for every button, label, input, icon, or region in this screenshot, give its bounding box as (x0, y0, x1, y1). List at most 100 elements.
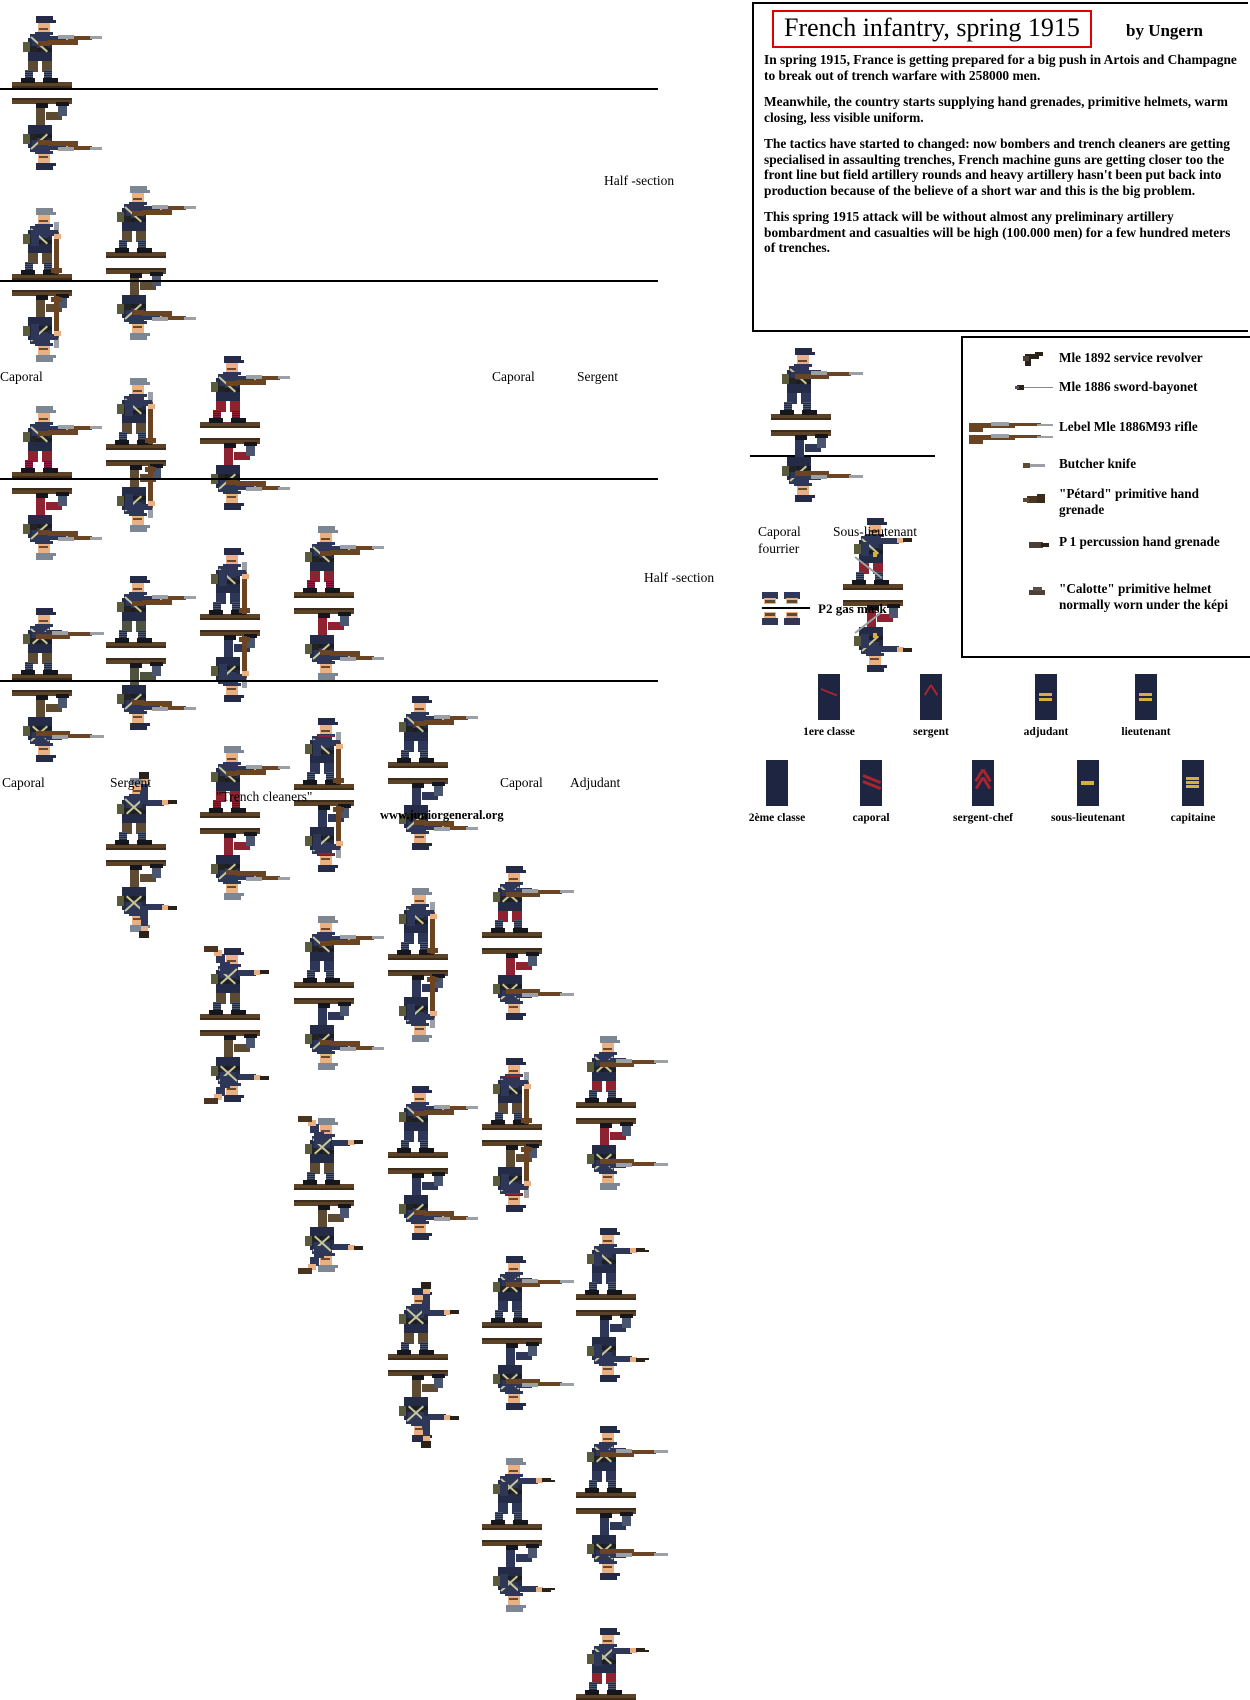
paper-soldier-figure (192, 348, 290, 518)
fold-line (0, 280, 658, 282)
rank-insignia: capitaine (1171, 760, 1215, 824)
paper-soldier-figure (380, 688, 478, 858)
rank-tab (818, 674, 840, 720)
rifle-icon (967, 419, 1059, 444)
label-caporal-fourrier-line2: fourrier (758, 541, 800, 556)
label-half-section-1: Half -section (604, 173, 675, 188)
revolver-icon (967, 350, 1059, 372)
rank-insignia: sous-lieutenant (1051, 760, 1125, 824)
fold-line (0, 680, 658, 682)
soldier-upright (380, 688, 478, 773)
fold-line (750, 455, 935, 457)
soldier-mirrored (380, 1365, 476, 1450)
paragraph-4: This spring 1915 attack will be without … (764, 209, 1231, 255)
soldier-mirrored (474, 1535, 570, 1620)
soldier-upright (286, 1110, 382, 1195)
label-sous-lieutenant: Sous-lieutenant (833, 524, 917, 539)
legend-label: Butcher knife (1059, 456, 1137, 471)
soldier-upright (4, 8, 102, 93)
bayonet-icon (967, 379, 1059, 401)
label-caporal-band4-right: Caporal (500, 775, 543, 790)
soldier-mirrored (4, 483, 102, 568)
soldier-upright (4, 200, 100, 285)
rank-tab (1182, 760, 1204, 806)
paper-soldier-figure (835, 510, 931, 680)
paper-soldier-figure (192, 940, 288, 1110)
soldier-mirrored (568, 1503, 668, 1588)
description-panel: French infantry, spring 1915 by Ungern I… (752, 2, 1248, 332)
soldier-upright (4, 600, 104, 685)
soldier-mirrored (474, 1135, 570, 1220)
legend-label: Mle 1892 service revolver (1059, 350, 1203, 365)
rank-tab (1077, 760, 1099, 806)
figure-sheet: Half -section Caporal Caporal Sergent Ha… (0, 0, 752, 1700)
rank-tab (972, 760, 994, 806)
soldier-mirrored (380, 965, 476, 1050)
legend-label: "Calotte" primitive helmet normally worn… (1059, 581, 1229, 612)
soldier-upright (380, 1280, 476, 1365)
rank-label: 2ème classe (748, 812, 806, 824)
soldier-mirrored (192, 1025, 288, 1110)
soldier-upright (380, 1078, 478, 1163)
rank-label: caporal (852, 812, 890, 824)
paper-soldier-figure (98, 178, 196, 348)
soldier-upright (192, 348, 290, 433)
label-sergent-band4: Sergent (110, 775, 151, 790)
soldier-mirrored (4, 93, 102, 178)
p1-grenade-icon (967, 534, 1059, 556)
paper-soldier-figure (568, 1220, 664, 1390)
soldier-mirrored (98, 855, 194, 940)
page-title: French infantry, spring 1915 (784, 13, 1080, 42)
soldier-mirrored (763, 425, 863, 510)
petard-icon (967, 486, 1059, 508)
paper-soldier-figure (380, 1280, 476, 1450)
fold-line (0, 478, 658, 480)
label-caporal-band4: Caporal (2, 775, 45, 790)
soldier-upright (98, 178, 196, 263)
soldier-upright (286, 518, 384, 603)
rank-tab (766, 760, 788, 806)
label-caporal-fourrier-line1: Caporal (758, 524, 801, 539)
paragraph-3: The tactics have started to changed: now… (764, 136, 1230, 198)
soldier-upright (568, 1620, 664, 1700)
soldier-mirrored (380, 1163, 478, 1248)
soldier-mirrored (474, 943, 574, 1028)
paper-soldier-figure (474, 1248, 574, 1418)
rank-label: lieutenant (1121, 726, 1171, 738)
soldier-upright (4, 398, 102, 483)
rank-insignia: 2ème classe (749, 760, 805, 824)
soldier-upright (763, 340, 863, 425)
rank-insignia: caporal (852, 760, 890, 824)
soldier-upright (474, 1050, 570, 1135)
soldier-upright (568, 1220, 664, 1305)
paper-soldier-figure (192, 738, 290, 908)
paragraph-1: In spring 1915, France is getting prepar… (764, 52, 1237, 83)
paper-soldier-figure (4, 398, 102, 568)
legend-item: Mle 1892 service revolver (967, 350, 1247, 372)
soldier-upright (192, 540, 288, 625)
legend-label: Mle 1886 sword-bayonet (1059, 379, 1198, 394)
label-caporal-band2-left: Caporal (0, 369, 43, 384)
soldier-upright (98, 370, 194, 455)
soldier-upright (98, 770, 194, 855)
rank-label: 1ere classe (803, 726, 855, 738)
label-p2-gas-mask: P2 gas mask (818, 601, 887, 616)
paper-soldier-figure (4, 8, 102, 178)
paper-soldier-figure (286, 1110, 382, 1280)
rank-tab (860, 760, 882, 806)
rank-tab (920, 674, 942, 720)
paper-soldier-figure (474, 1050, 570, 1220)
legend-item: Mle 1886 sword-bayonet (967, 379, 1247, 401)
rank-label: adjudant (1023, 726, 1069, 738)
paper-soldier-figure (568, 1418, 668, 1588)
rank-tab (1035, 674, 1057, 720)
legend-item: P 1 percussion hand grenade (967, 534, 1247, 556)
soldier-mirrored (568, 1305, 664, 1390)
paper-soldier-figure (98, 370, 194, 540)
paper-soldier-figure (192, 540, 288, 710)
paragraph-2: Meanwhile, the country starts supplying … (764, 94, 1228, 125)
label-half-section-2: Half -section (644, 570, 715, 585)
paper-soldier-figure (4, 600, 104, 770)
figure-band-1 (0, 8, 752, 1190)
soldier-upright (286, 710, 382, 795)
